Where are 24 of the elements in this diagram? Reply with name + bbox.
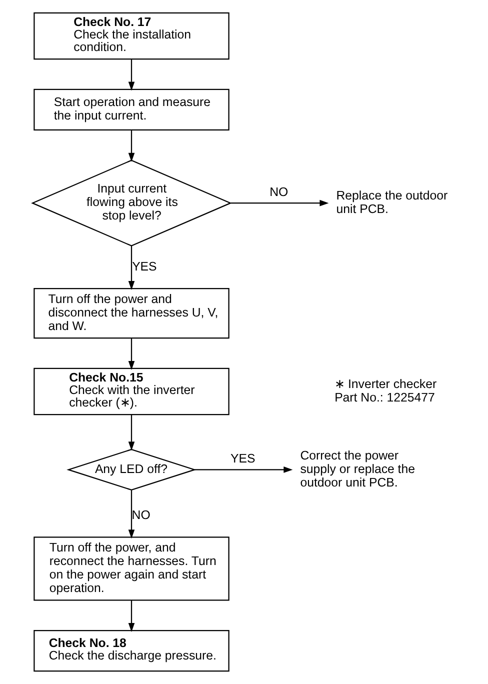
edge-label: NO <box>132 508 150 522</box>
arrow <box>128 600 135 632</box>
node-box: Check No. 17 Check the installation condition. <box>34 12 230 60</box>
node-box: Turn off the power and disconnect the harnesses U, V, and W. <box>34 288 230 339</box>
node-diamond: Any LED off? <box>66 448 196 491</box>
node-box: Check No. 18 Check the discharge pressure. <box>34 630 230 672</box>
edge-label: YES <box>230 452 256 466</box>
arrow <box>128 490 135 539</box>
edge-label: YES <box>132 259 157 274</box>
arrow <box>128 246 135 290</box>
arrow <box>128 414 135 451</box>
arrow <box>128 130 135 162</box>
label: ∗ Inverter checker Part No.: 1225477 <box>334 376 437 404</box>
edge-label: NO <box>270 185 288 200</box>
arrow <box>128 338 135 370</box>
arrow <box>194 466 293 473</box>
arrow <box>230 200 329 206</box>
node-diamond: Input current flowing above its stop level? <box>31 160 232 246</box>
node-text: Correct the power supply or replace the outdoor unit PCB. <box>300 448 415 490</box>
node-box: Start operation and measure the input current. <box>34 88 230 130</box>
node-box: Turn off the power, and reconnect the harnesses. Turn on the power again and start operation. <box>34 536 230 601</box>
node-box: Check No.15 Check with the inverter checker (∗). <box>34 368 230 416</box>
node-text: Replace the outdoor unit PCB. <box>336 188 448 216</box>
arrow <box>128 59 135 91</box>
